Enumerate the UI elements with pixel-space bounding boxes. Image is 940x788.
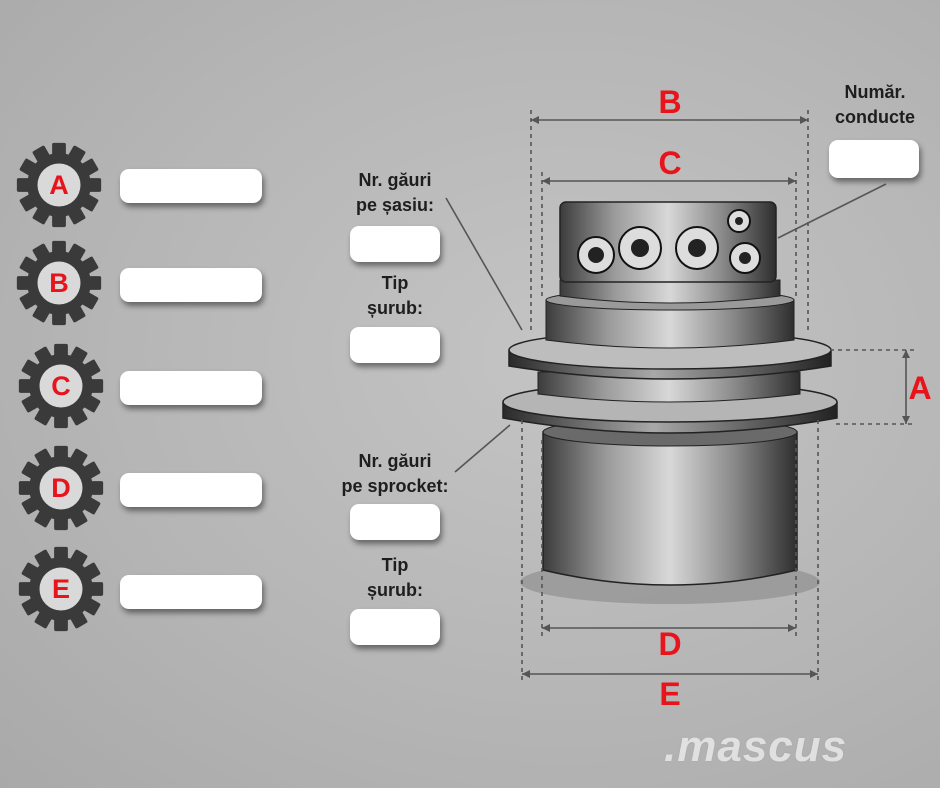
gear-d: D bbox=[18, 445, 104, 531]
conduits-label: Număr.conducte bbox=[834, 82, 915, 127]
dimension-a-field[interactable] bbox=[120, 169, 262, 203]
dimension-b-field[interactable] bbox=[120, 268, 262, 302]
gear-a: A bbox=[16, 142, 102, 228]
dimension-d-field[interactable] bbox=[120, 473, 262, 507]
chassis-holes-field[interactable] bbox=[350, 226, 440, 262]
mascus-watermark: .mascus bbox=[664, 722, 848, 771]
dimension-c-field[interactable] bbox=[120, 371, 262, 405]
dimension-c-letter: C bbox=[658, 145, 682, 181]
gear-e: E bbox=[18, 546, 104, 632]
gear-c-label: C bbox=[51, 370, 71, 401]
bolt-type-field-2[interactable] bbox=[350, 609, 440, 645]
gear-e-label: E bbox=[51, 573, 70, 604]
dimension-a-letter: A bbox=[908, 370, 932, 406]
dimension-e-letter: E bbox=[659, 676, 681, 712]
motor-head bbox=[559, 201, 777, 283]
gear-b: B bbox=[16, 240, 102, 326]
conduits-field[interactable] bbox=[829, 140, 919, 178]
sprocket-holes-field[interactable] bbox=[350, 504, 440, 540]
bolt-type-field-1[interactable] bbox=[350, 327, 440, 363]
drive-drum bbox=[542, 431, 798, 586]
hydraulic-ports bbox=[577, 209, 761, 274]
dimension-b-letter: B bbox=[658, 84, 682, 120]
gear-c: C bbox=[18, 343, 104, 429]
gear-b-label: B bbox=[49, 267, 69, 298]
gear-a-label: A bbox=[49, 169, 69, 200]
dimension-d-letter: D bbox=[658, 626, 682, 662]
dimension-e-field[interactable] bbox=[120, 575, 262, 609]
gear-d-label: D bbox=[51, 472, 71, 503]
